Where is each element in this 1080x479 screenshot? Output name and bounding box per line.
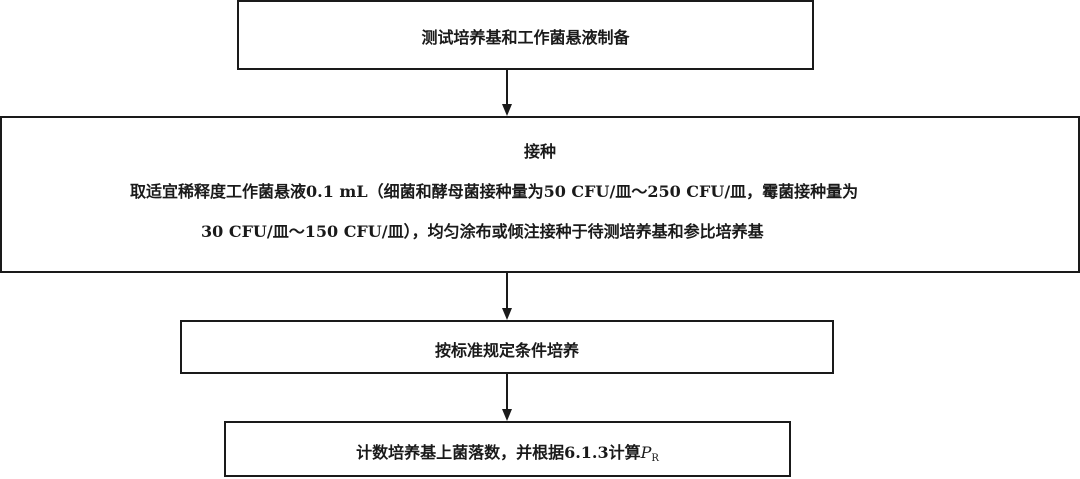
- step-count-symbol: P: [640, 443, 652, 462]
- arrow-1-shaft: [506, 70, 508, 106]
- step-inoculate-box: 接种 取适宜稀释度工作菌悬液0.1 mL（细菌和酵母菌接种量为50 CFU/皿～…: [0, 116, 1080, 273]
- step-inoculate-title: 接种: [523, 142, 556, 161]
- step-prepare-label: 测试培养基和工作菌悬液制备: [421, 28, 630, 47]
- step-incubate-box: 按标准规定条件培养: [180, 320, 834, 374]
- arrow-2-head: [502, 308, 512, 320]
- arrow-3-head: [502, 409, 512, 421]
- step-count-label: 计数培养基上菌落数，并根据6.1.3计算PR: [226, 439, 789, 464]
- step-incubate-label: 按标准规定条件培养: [434, 341, 579, 360]
- step-count-text: 计数培养基上菌落数，并根据6.1.3计算: [356, 443, 641, 462]
- step-count-subscript: R: [651, 453, 659, 464]
- step-count-box: 计数培养基上菌落数，并根据6.1.3计算PR: [224, 421, 791, 477]
- arrow-2-shaft: [506, 273, 508, 309]
- step-prepare-box: 测试培养基和工作菌悬液制备: [237, 0, 814, 70]
- step-inoculate-line-2: 30 CFU/皿～150 CFU/皿），均匀涂布或倾注接种于待测培养基和参比培养…: [201, 222, 764, 241]
- arrow-3-shaft: [506, 374, 508, 410]
- arrow-1-head: [502, 104, 512, 116]
- step-inoculate-line-1: 取适宜稀释度工作菌悬液0.1 mL（细菌和酵母菌接种量为50 CFU/皿～250…: [130, 182, 859, 201]
